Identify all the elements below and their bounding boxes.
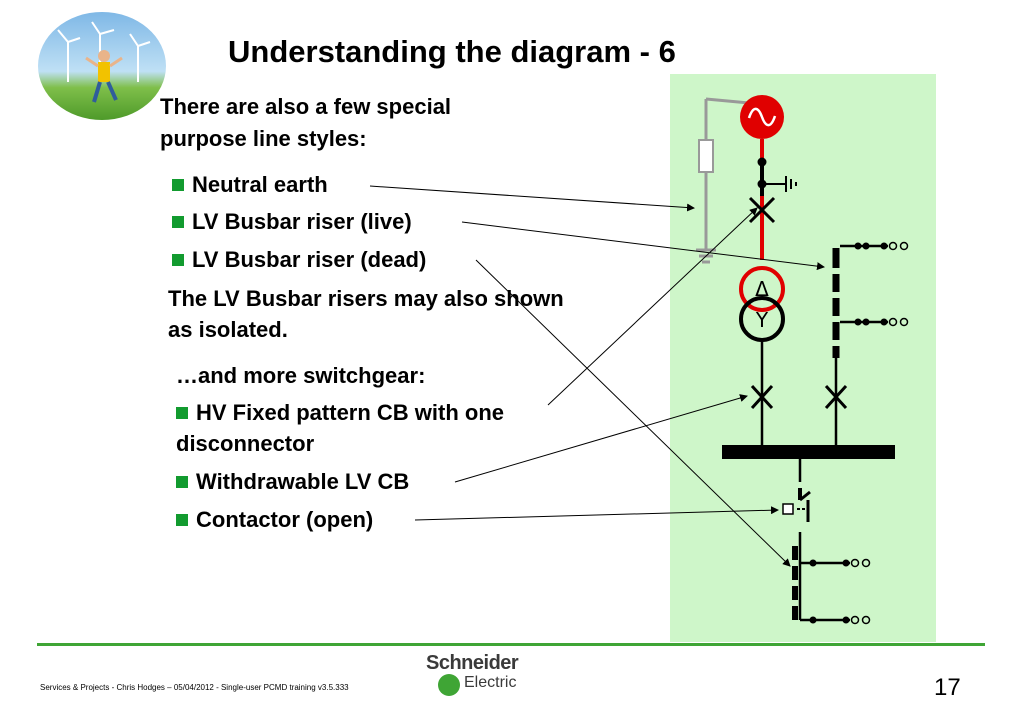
bullet-square-icon xyxy=(176,514,188,526)
transformer-star-label: Y xyxy=(755,308,769,332)
bullet-label: Neutral earth xyxy=(192,172,328,197)
withdrawable-contactor-branch xyxy=(782,459,811,620)
intro-line-1: There are also a few special xyxy=(160,94,452,119)
slide-title: Understanding the diagram - 6 xyxy=(228,34,676,69)
brand-logo: Schneider Electric xyxy=(420,652,540,698)
note-line-1: The LV Busbar risers may also shown xyxy=(168,286,564,311)
bullet-lv-busbar-live: LV Busbar riser (live) xyxy=(172,207,412,237)
transformer-delta-label: Δ xyxy=(755,277,769,301)
bullet-square-icon xyxy=(172,216,184,228)
bullet-label: HV Fixed pattern CB with one xyxy=(196,400,505,425)
hv-circuit-breaker-icon xyxy=(748,196,776,224)
contactor-coil-icon xyxy=(782,503,794,515)
footer-divider xyxy=(37,643,985,646)
bullet-label: LV Busbar riser (live) xyxy=(192,209,412,234)
switchgear-heading: …and more switchgear: xyxy=(176,363,426,388)
bullet-square-icon xyxy=(176,407,188,419)
bullet-lv-busbar-dead: LV Busbar riser (dead) xyxy=(172,245,426,275)
footer-text: Services & Projects - Chris Hodges – 05/… xyxy=(40,683,349,692)
arrow-withdrawable-cb xyxy=(454,394,748,483)
arrow-busbar-dead xyxy=(475,259,791,567)
bullet-square-icon xyxy=(176,476,188,488)
bullet-square-icon xyxy=(172,254,184,266)
brand-name-line1: Schneider xyxy=(426,652,519,674)
bullet-hv-fixed-cb: HV Fixed pattern CB with one xyxy=(176,398,504,428)
bullet-label: LV Busbar riser (dead) xyxy=(192,247,427,272)
earth-switch-icon xyxy=(785,176,797,192)
brand-mark-icon xyxy=(438,674,460,696)
arrow-hv-cb xyxy=(547,207,758,406)
bullet-contactor-open: Contactor (open) xyxy=(176,505,373,535)
diagram-panel xyxy=(670,74,936,642)
generator-icon xyxy=(740,95,784,139)
arrow-neutral-earth xyxy=(369,185,695,212)
bullet-square-icon xyxy=(172,179,184,191)
riser-cb-icon xyxy=(824,384,848,410)
bullet-label: Withdrawable LV CB xyxy=(196,469,410,494)
neutral-earth-resistor xyxy=(698,139,714,173)
arrow-contactor xyxy=(414,506,779,521)
bullet-label: Contactor (open) xyxy=(196,507,374,532)
annotation-arrows xyxy=(369,185,825,567)
brand-name-line2: Electric xyxy=(464,674,517,691)
bullet-hv-fixed-cb-line2: disconnector xyxy=(176,431,315,456)
lv-incomer-cb-icon xyxy=(750,384,774,410)
header-logo-image xyxy=(38,12,166,120)
riser-outgoing-feeder xyxy=(840,241,909,327)
page-number: 17 xyxy=(934,674,961,701)
bullet-withdrawable-lv-cb: Withdrawable LV CB xyxy=(176,467,409,497)
arrow-busbar-live xyxy=(461,221,825,271)
transformer-icon: Δ Y xyxy=(739,266,785,342)
dead-riser-feeder xyxy=(792,546,871,625)
intro-line-2: purpose line styles: xyxy=(160,126,367,151)
lv-main-busbar xyxy=(722,445,895,459)
note-line-2: as isolated. xyxy=(168,317,288,342)
bullet-neutral-earth: Neutral earth xyxy=(172,170,328,200)
